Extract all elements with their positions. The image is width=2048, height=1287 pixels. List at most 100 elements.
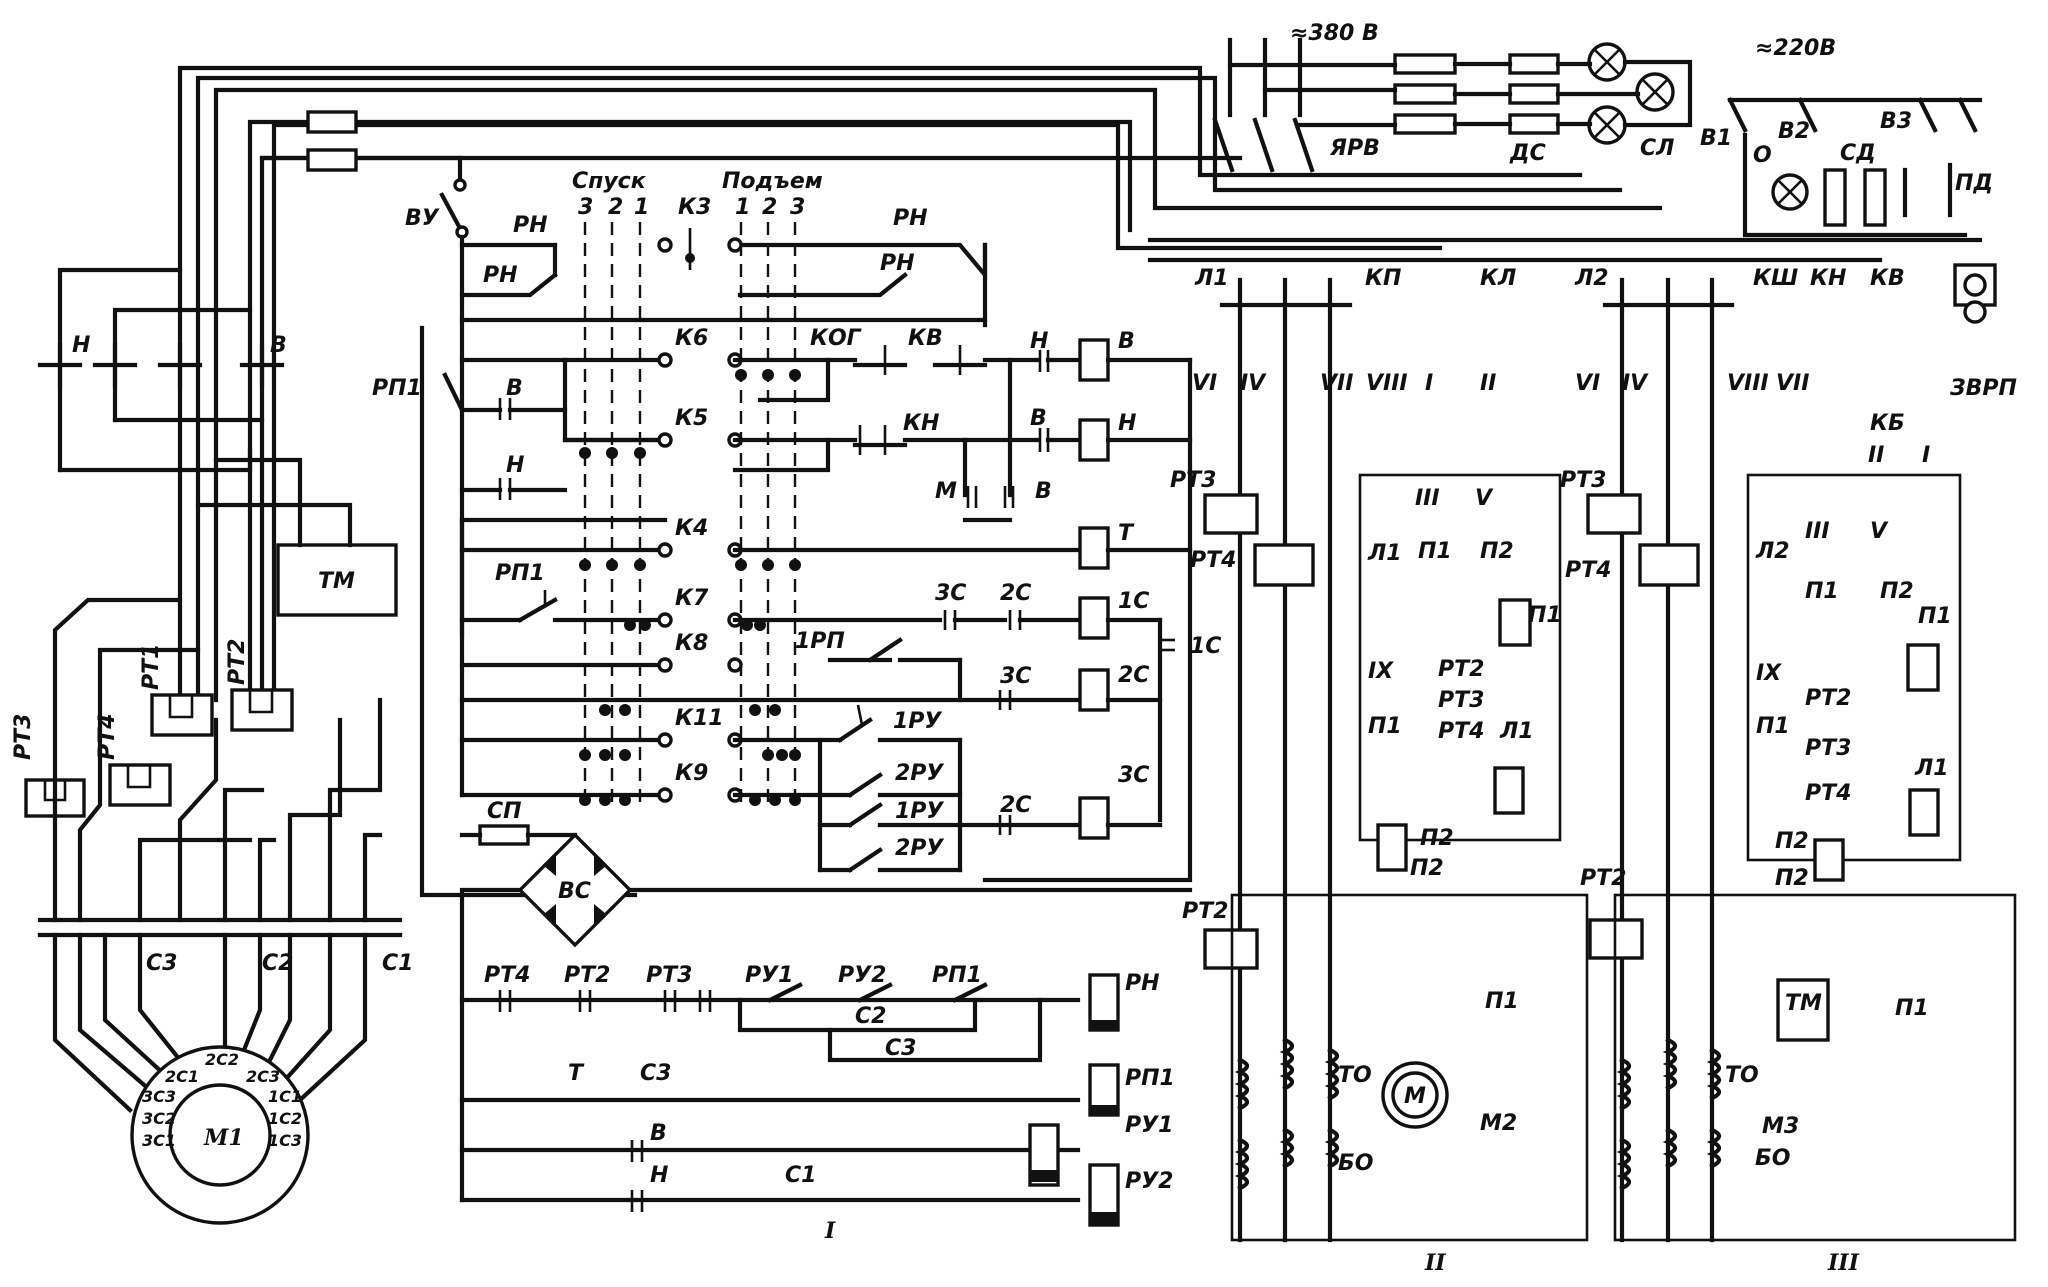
rt3-contact-label-2: РТ3 bbox=[1438, 688, 1484, 713]
c1-label: С1 bbox=[382, 951, 413, 976]
rt4-label-2: РТ4 bbox=[1190, 548, 1236, 573]
terminal-1c1: 1С1 bbox=[268, 1087, 302, 1106]
controller-contact-dots bbox=[579, 369, 801, 806]
tag-vii: VII bbox=[1320, 371, 1353, 396]
p2-top-label-2: П2 bbox=[1775, 866, 1809, 891]
rt3-label-3: РТ3 bbox=[1560, 468, 1606, 493]
tag-v-2: V bbox=[1870, 519, 1889, 544]
tag-iv-2: IV bbox=[1622, 371, 1649, 396]
ru2-coil-label: РУ2 bbox=[1125, 1169, 1173, 1194]
rt4-contact-label: РТ4 bbox=[484, 963, 530, 988]
motor-m1: М1 2С2 2С1 2С3 3С3 3С2 3С1 1С1 1С2 1С3 bbox=[130, 1045, 310, 1225]
coil-3s bbox=[1078, 796, 1110, 840]
k3-label: К3 bbox=[678, 195, 711, 220]
sp-resistor bbox=[478, 824, 530, 846]
tag-ix-2: IX bbox=[1756, 661, 1782, 686]
v-contact-label: В bbox=[650, 1121, 667, 1146]
rt2-label-3: РТ2 bbox=[1580, 866, 1626, 891]
coil-t-label: Т bbox=[1118, 521, 1135, 546]
kb-label: КБ bbox=[1870, 411, 1905, 436]
bo-label: БО bbox=[1338, 1151, 1373, 1176]
vu-label: ВУ bbox=[405, 206, 440, 231]
coil-2s-label: 2С bbox=[1118, 663, 1149, 688]
section-ii-iii: ≈380 В ≈220В ЯРВ ДС СЛ В1 В2 В3 О СД ПД bbox=[1170, 21, 2017, 1276]
kn2-label: КН bbox=[1810, 266, 1846, 291]
l1-coil-label-2: Л1 bbox=[1914, 756, 1949, 781]
b-contact-label: В bbox=[270, 333, 287, 358]
to3-label: ТО bbox=[1725, 1063, 1759, 1088]
zvrp-label: ЗВРП bbox=[1949, 376, 2017, 401]
tag-viii: VIII bbox=[1366, 371, 1408, 396]
pos-3-descent: 3 bbox=[578, 195, 593, 220]
3c-label-2: 3С bbox=[1000, 664, 1031, 689]
tag-iv: IV bbox=[1240, 371, 1267, 396]
p1-motor-label-2: П1 bbox=[1895, 996, 1929, 1021]
coil-v-label: В bbox=[1118, 329, 1135, 354]
m1-label: М1 bbox=[203, 1125, 244, 1151]
rn-contact-c: РН bbox=[893, 206, 928, 231]
kv-label: КВ bbox=[908, 326, 943, 351]
k8-label: К8 bbox=[675, 631, 708, 656]
terminal-2c3: 2С3 bbox=[246, 1067, 280, 1086]
c3-contact-label-2: С3 bbox=[640, 1061, 671, 1086]
windings bbox=[1234, 1037, 1722, 1191]
thermal-relays-left: РТ3 РТ4 РТ1 РТ2 bbox=[11, 597, 383, 923]
ascent-label: Подъем bbox=[722, 169, 823, 194]
terminal-3c1: 3С1 bbox=[142, 1131, 176, 1150]
1ru-label-2: 1РУ bbox=[895, 799, 944, 824]
pd-label: ПД bbox=[1955, 171, 1993, 196]
rt2-contact-label-2: РТ2 bbox=[1438, 657, 1484, 682]
v-label-2: В bbox=[1035, 479, 1052, 504]
2c-label: 2С bbox=[1000, 581, 1031, 606]
ru1-coil-label: РУ1 bbox=[1125, 1113, 1173, 1138]
m2-label: М2 bbox=[1480, 1111, 1517, 1136]
rt3-contact-label-3: РТ3 bbox=[1805, 736, 1851, 761]
coil-1s-label: 1С bbox=[1118, 589, 1149, 614]
tm3-label: ТМ bbox=[1785, 991, 1822, 1016]
p1-motor-label: П1 bbox=[1485, 989, 1519, 1014]
p2-contact-label: П2 bbox=[1480, 539, 1514, 564]
controller-section: ВУ РН РН РН РН Спуск Подъем 3 2 1 1 2 3 … bbox=[372, 155, 1221, 898]
terminal-3c3: 3С3 bbox=[142, 1087, 176, 1106]
o-label: О bbox=[1753, 143, 1772, 168]
k11-label: К11 bbox=[675, 706, 724, 731]
rt3-label-2: РТ3 bbox=[1170, 468, 1216, 493]
section-iii-label: III bbox=[1827, 1250, 1860, 1276]
l2-label: Л2 bbox=[1574, 266, 1609, 291]
sl-label: СЛ bbox=[1640, 136, 1674, 161]
supply-380-label: ≈380 В bbox=[1290, 21, 1379, 46]
l1-coil-label: Л1 bbox=[1499, 719, 1534, 744]
terminal-1c2: 1С2 bbox=[268, 1109, 302, 1128]
2ru-label-2: 2РУ bbox=[895, 836, 944, 861]
rt3-contact-label: РТ3 bbox=[646, 963, 692, 988]
kn-label: КН bbox=[903, 411, 939, 436]
p1-coil-label-2: П1 bbox=[1918, 604, 1952, 629]
p1-coil-label: П1 bbox=[1528, 603, 1562, 628]
descent-label: Спуск bbox=[572, 169, 647, 194]
section-i-label: I bbox=[824, 1218, 836, 1244]
rn-contact-d: РН bbox=[880, 251, 915, 276]
pos-2-descent: 2 bbox=[608, 195, 623, 220]
tag-iii: III bbox=[1415, 486, 1440, 511]
rp1-coil-label: РП1 bbox=[1125, 1066, 1175, 1091]
h-contact-label: Н bbox=[72, 333, 90, 358]
fuse-2 bbox=[306, 148, 358, 172]
l2-contact-label: Л2 bbox=[1755, 539, 1790, 564]
rotor-contactors: С3 С2 С1 bbox=[37, 917, 413, 1113]
v1-label: В1 bbox=[1700, 126, 1732, 151]
tm-block: ТМ bbox=[195, 457, 398, 617]
n-contact-label: Н bbox=[650, 1163, 668, 1188]
c1-contact-label: С1 bbox=[785, 1163, 816, 1188]
tag-i: I bbox=[1425, 371, 1433, 396]
p2-contact-label-3: П2 bbox=[1880, 579, 1914, 604]
rt2-label: РТ2 bbox=[225, 639, 250, 685]
rn-contact-a: РН bbox=[513, 213, 548, 238]
rt4-contact-label-3: РТ4 bbox=[1805, 781, 1851, 806]
t-contact-label: Т bbox=[568, 1061, 585, 1086]
coil-2s bbox=[1078, 668, 1110, 712]
pos-3-ascent: 3 bbox=[790, 195, 805, 220]
pos-1-descent: 1 bbox=[634, 195, 649, 220]
p2-top-label: П2 bbox=[1410, 856, 1444, 881]
vs-label: ВС bbox=[558, 879, 591, 904]
